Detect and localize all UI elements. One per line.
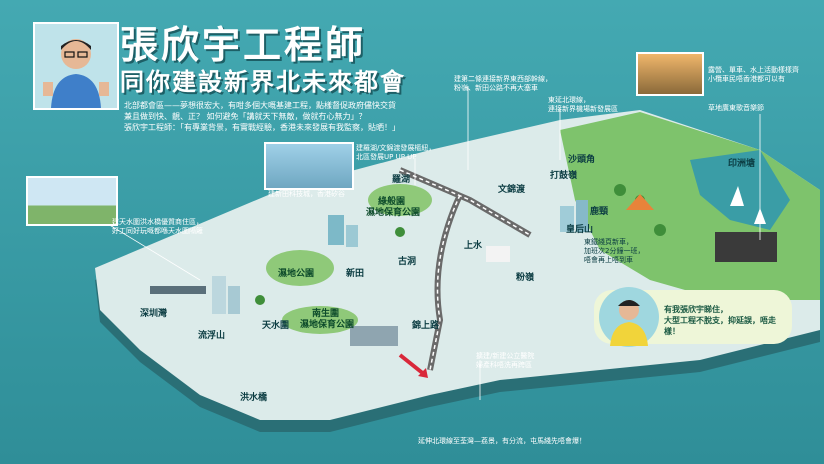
callout-lok-ma-chau: 建羅湖/文錦渡發展樞紐， 北區發展UP UP UP xyxy=(356,144,435,162)
place-wong-chuk-yeung: 皇后山 xyxy=(566,225,594,235)
callout-tech-city: 建新田科技城，香港矽谷 xyxy=(268,190,345,198)
callout-line-text: 婦產科唔洗再跨區 xyxy=(476,361,532,369)
callout-line-text: 建天水圍洪水橋優質商住區， xyxy=(112,218,203,226)
callout-line-text: 東鐵綫頁新車， xyxy=(584,238,633,246)
place-yan-chau-tong: 印洲塘 xyxy=(728,159,756,169)
building xyxy=(228,286,240,314)
place-kam-sheung-road: 錦上路 xyxy=(412,321,440,331)
callout-line-text: 加班次2分鐘一班， xyxy=(584,247,645,255)
wetland-park-area xyxy=(266,250,334,286)
callout-line-text: 建羅湖/文錦渡發展樞紐， xyxy=(356,144,436,152)
candidate-portrait xyxy=(33,22,119,110)
callout-line-text: 露營、單車、水上活動樣樣齊 xyxy=(708,66,799,74)
building xyxy=(346,225,358,247)
callout-line-text: 北區發展UP UP UP xyxy=(356,153,417,161)
speech-bubble-text: 有我張欣宇睇住， 大型工程不脫支，抑延誤，唔走樣！ xyxy=(664,304,790,337)
place-lo-wu: 羅湖 xyxy=(392,175,411,185)
extension-arrow xyxy=(398,353,427,377)
place-lok-ma-chau-park: 綠般園 xyxy=(378,197,406,207)
intro-line: 北部都會區——夢想很宏大，有咁多個大嘅基建工程，點樣督促政府儘快交貨 xyxy=(124,101,396,110)
lok-ma-chau-area xyxy=(368,184,432,216)
callout-line-text: 連接新界機場新發展區 xyxy=(548,105,618,113)
callout-leisure: 露營、單車、水上活動樣樣齊 小欖車民唔香港都可以有 xyxy=(708,66,799,84)
building xyxy=(328,215,344,245)
page-title: 張欣宇工程師 xyxy=(120,23,367,67)
callout-hospital: 擴建/新建公立醫院 婦產科唔洗再跨區 xyxy=(476,352,534,370)
tree xyxy=(395,227,405,237)
intro-line: 兼且做到快、靚、正？ 如何避免「講就天下無敵，做就冇心無力」？ xyxy=(124,112,367,121)
callout-railway-north: 建第二條連接新界東西部幹線， 粉嶺、新田公路不再大塞車 xyxy=(454,75,552,93)
candidate-avatar xyxy=(35,24,117,108)
place-hung-shui-kiu: 洪水橋 xyxy=(240,393,268,403)
place-nam-sang-wai-2: 濕地保育公園 xyxy=(300,320,355,330)
building xyxy=(560,206,574,232)
place-shenzhen-bay: 深圳灣 xyxy=(140,309,168,319)
building xyxy=(212,276,226,314)
place-sheung-shui: 上水 xyxy=(464,241,483,251)
place-fanling: 粉嶺 xyxy=(516,273,535,283)
page-subtitle: 同你建設新界北未來都會 xyxy=(120,68,406,96)
tin-shui-wai-photo xyxy=(26,176,118,226)
place-ta-kwu-ling: 打鼓嶺 xyxy=(550,171,578,181)
place-sha-tau-kok: 沙頭角 xyxy=(568,155,596,165)
bottom-note: 延伸北環線至荃灣—荔景，有分流，屯馬綫先唔會爆！ xyxy=(418,437,586,445)
callout-east-rail: 東延北環線， 連接新界機場新發展區 xyxy=(548,96,618,114)
nam-sang-wai-area xyxy=(282,306,358,334)
speech-line: 大型工程不脫支，抑延誤，唔走樣！ xyxy=(664,316,776,336)
callout-line-text: 東延北環線， xyxy=(548,96,590,104)
callout-line-text: 唔會再上唔到車 xyxy=(584,256,633,264)
tree xyxy=(614,184,626,196)
railway-ties xyxy=(399,169,531,371)
callout-line-text: 粉嶺、新田公路不再大塞車 xyxy=(454,84,538,92)
sailboat xyxy=(730,186,744,206)
callout-line-text: 好工同好玩嘅都喺天水圍隔籬 xyxy=(112,227,203,235)
depot-building xyxy=(350,326,398,346)
place-lau-fau-shan: 流浮山 xyxy=(198,331,226,341)
concert-stage xyxy=(715,232,777,262)
hospital-building xyxy=(486,246,510,262)
place-man-kam-to: 文錦渡 xyxy=(498,185,526,195)
tree xyxy=(255,295,265,305)
callout-line xyxy=(107,223,201,281)
place-san-tin: 新田 xyxy=(346,269,365,279)
place-lu-keng: 鹿頸 xyxy=(590,207,609,217)
camping-photo xyxy=(636,52,704,96)
place-wetland-park: 濕地公園 xyxy=(278,269,315,279)
place-tin-shui-wai: 天水圍 xyxy=(262,321,290,331)
shenzhen-bay-bridge xyxy=(150,286,206,294)
callout-line-text: 建第二條連接新界東西部幹線， xyxy=(454,75,552,83)
place-ku-tung: 古洞 xyxy=(398,257,417,267)
bay-water xyxy=(690,150,790,230)
callout-east-rail-sub: 東鐵綫頁新車， 加班次2分鐘一班， 唔會再上唔到車 xyxy=(584,238,644,265)
arrow-head xyxy=(418,368,428,378)
tree xyxy=(654,224,666,236)
place-nam-sang-wai-1: 南生圍 xyxy=(312,309,340,319)
callout-tin-shui-wai: 建天水圍洪水橋優質商住區， 好工同好玩嘅都喺天水圍隔籬 xyxy=(112,218,203,236)
tech-city-photo xyxy=(264,142,354,190)
speech-line: 有我張欣宇睇住， xyxy=(664,305,728,314)
callout-line-text: 擴建/新建公立醫院 xyxy=(476,352,535,360)
place-lok-ma-chau-park-2: 濕地保育公園 xyxy=(366,208,421,218)
intro-text: 北部都會區——夢想很宏大，有咁多個大嘅基建工程，點樣督促政府儘快交貨 兼且做到快… xyxy=(124,100,424,133)
building xyxy=(576,200,588,232)
engineer-avatar-icon xyxy=(599,287,659,347)
intro-line: 張欣宇工程師：「有專業背景，有實戰經驗，香港未來發展有我監察，貼晒！」 xyxy=(124,123,400,132)
camping-tent xyxy=(626,194,654,210)
callout-concert: 草地廣東歌音樂節 xyxy=(708,104,764,112)
callout-line-text: 小欖車民唔香港都可以有 xyxy=(708,75,785,83)
